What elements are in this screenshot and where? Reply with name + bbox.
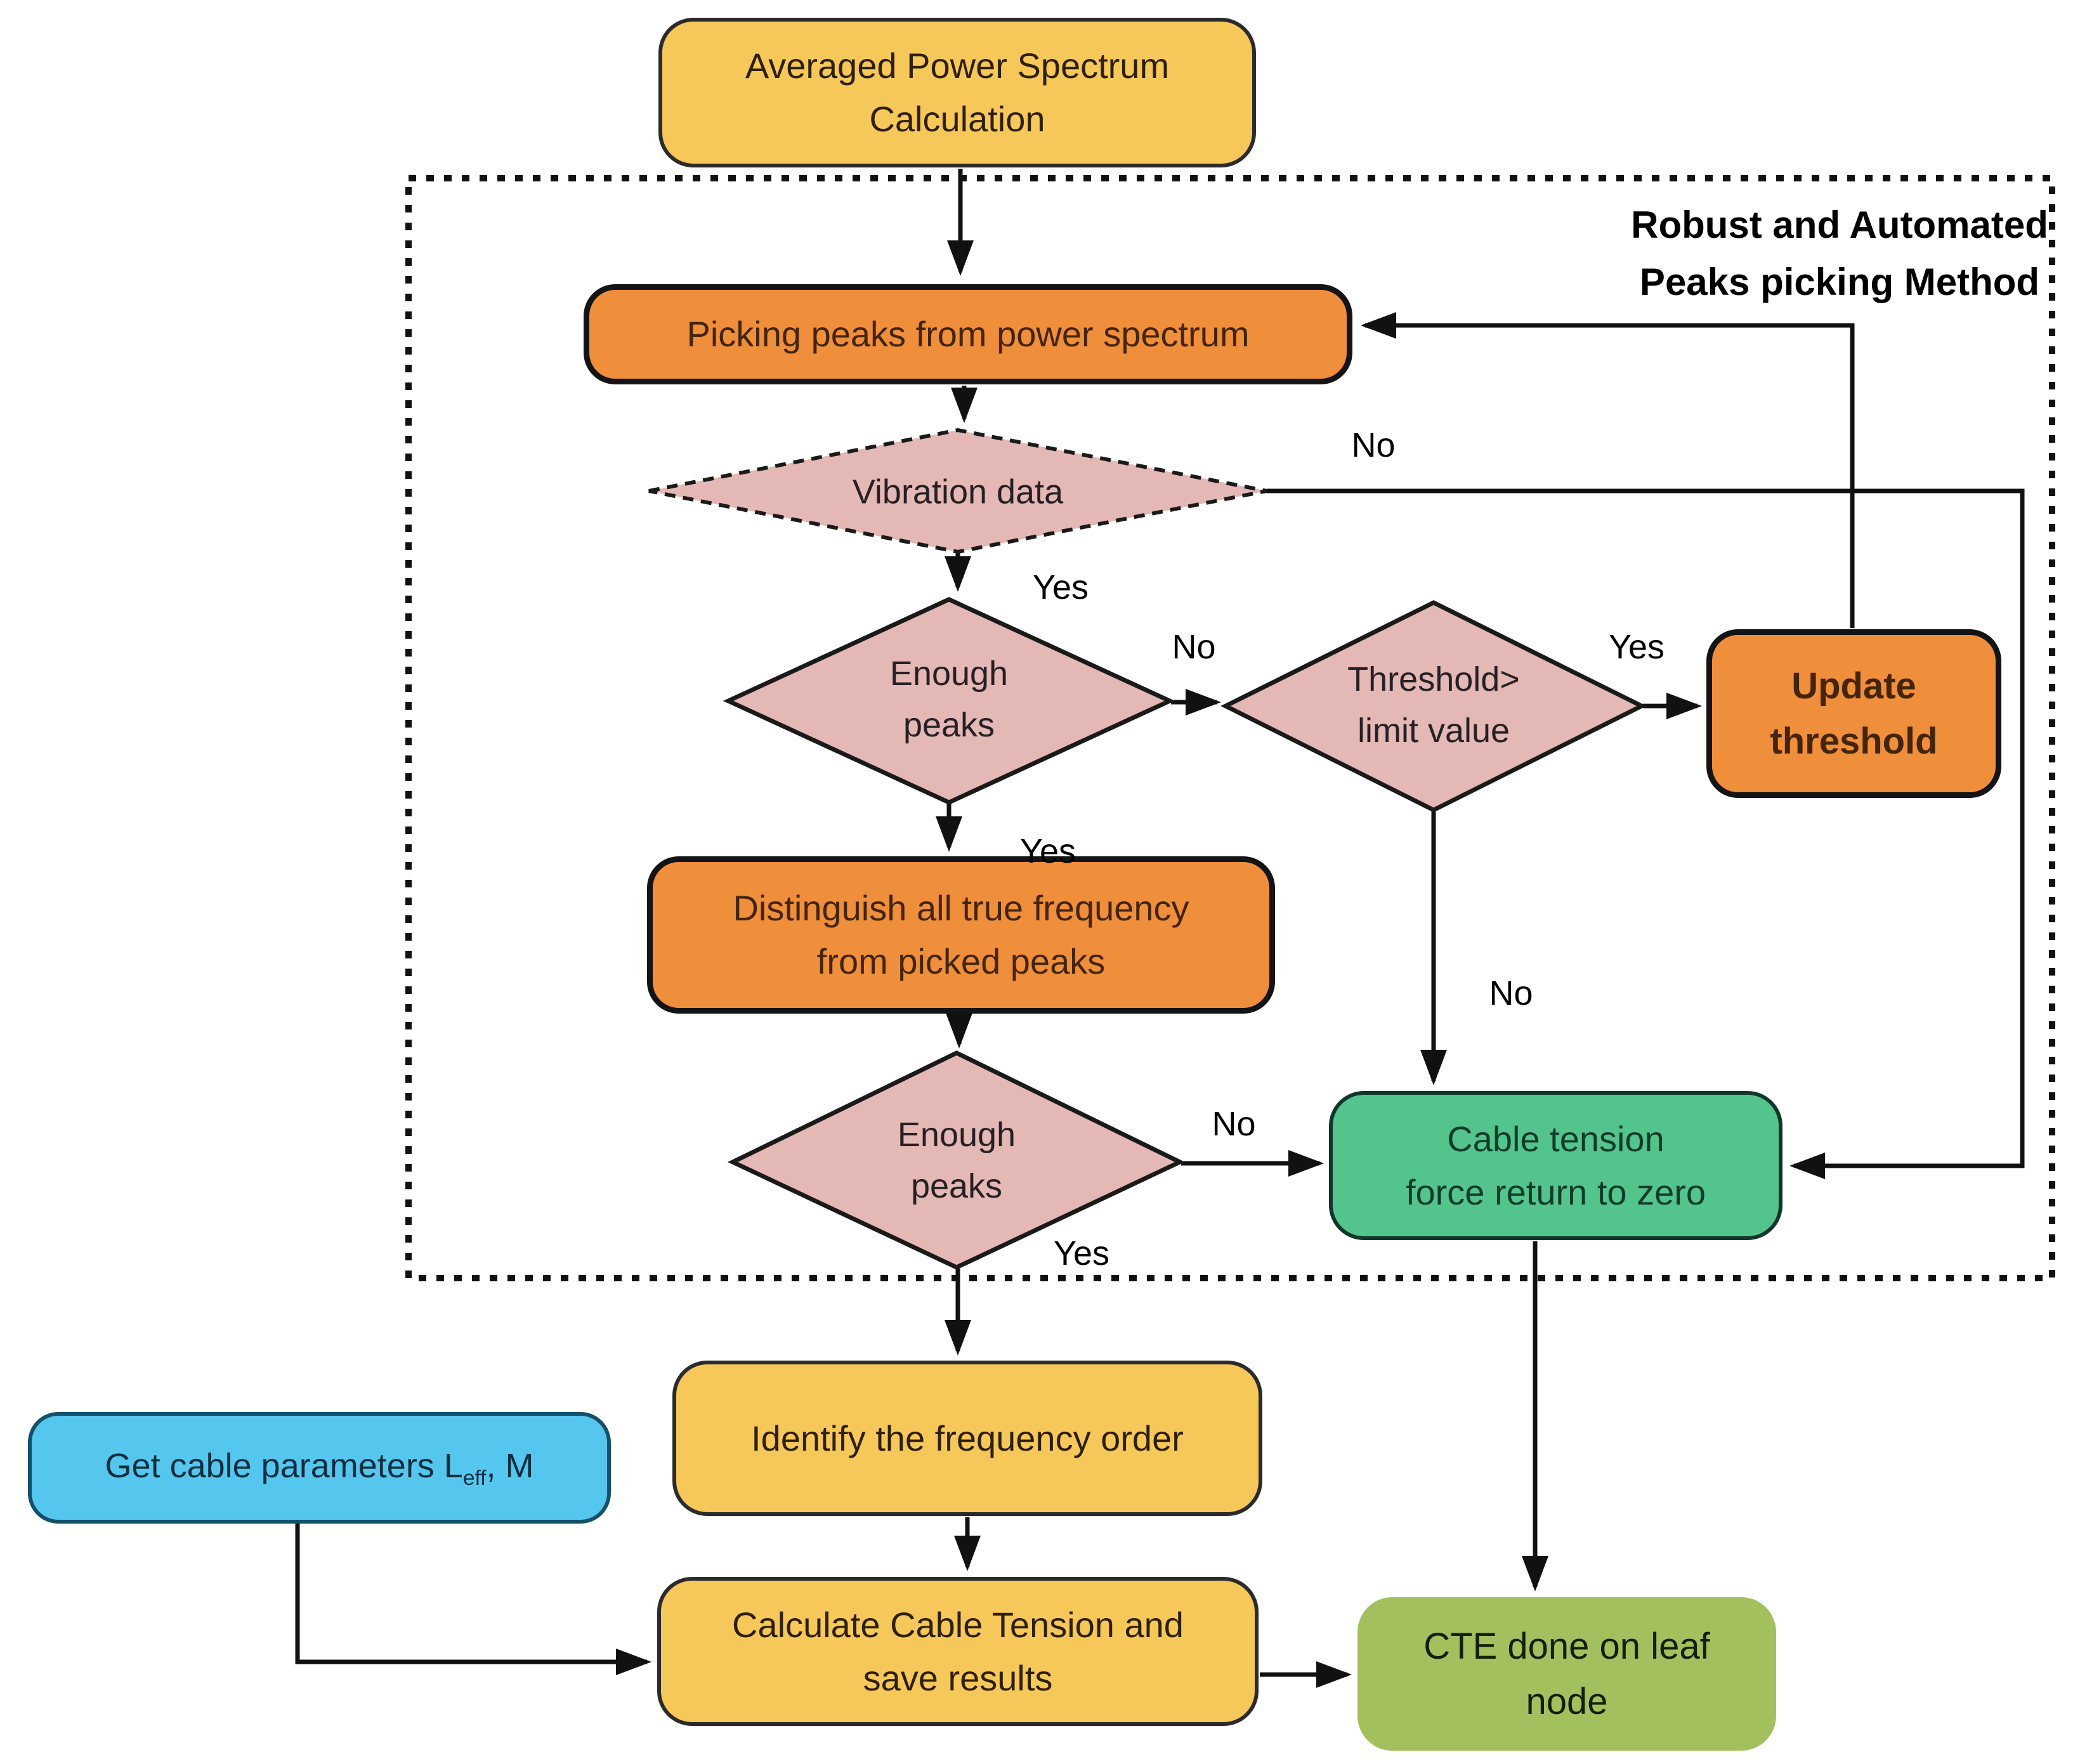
node-distinguish-frequency: Distinguish all true frequency from pick…: [647, 856, 1275, 1014]
node-cable-tension-zero: Cable tension force return to zero: [1329, 1091, 1782, 1240]
vibration-data-label: Vibration data: [853, 467, 1063, 518]
node-text: Identify the frequency order: [751, 1418, 1184, 1458]
edge-label-threshold-no: No: [1489, 974, 1533, 1012]
vibration-data-diamond: [648, 428, 1267, 554]
region-title-line2: Peaks picking Method: [1639, 261, 2040, 303]
edge-label-enough1-yes: Yes: [1019, 832, 1076, 870]
params-suffix: , M: [486, 1446, 534, 1485]
node-text: Calculation: [869, 99, 1045, 139]
node-text: Threshold>: [1347, 660, 1520, 698]
node-get-cable-parameters: Get cable parameters Leff, M: [28, 1412, 611, 1524]
params-subscript: eff: [462, 1466, 487, 1490]
region-title-line1: Robust and Automated: [1631, 204, 2048, 246]
enough-peaks-1-diamond: [723, 597, 1175, 805]
node-text: Distinguish all true frequency: [733, 888, 1189, 928]
edge-label-enough2-yes: Yes: [1053, 1234, 1110, 1272]
node-averaged-power-spectrum: Averaged Power Spectrum Calculation: [658, 18, 1256, 167]
edge-label-vibration-no: No: [1351, 426, 1396, 464]
node-text: CTE done on leaf: [1423, 1626, 1710, 1667]
edge-label-enough2-no: No: [1212, 1105, 1256, 1143]
edge-params-to-calculate: [295, 1524, 651, 1675]
node-picking-peaks: Picking peaks from power spectrum: [584, 284, 1352, 384]
region-title: Robust and Automated Peaks picking Metho…: [1631, 197, 2048, 311]
node-text: force return to zero: [1405, 1172, 1706, 1212]
node-update-threshold: Update threshold: [1706, 629, 2001, 798]
node-text: save results: [863, 1657, 1053, 1698]
enough-peaks-2-diamond: [727, 1050, 1186, 1270]
node-text: Enough: [897, 1116, 1016, 1154]
edge-update-feedback-to-picking: [1361, 312, 1855, 628]
method-boundary-box: [405, 175, 2055, 1281]
node-text: peaks: [910, 1167, 1003, 1205]
node-identify-frequency-order: Identify the frequency order: [672, 1361, 1262, 1516]
enough-peaks-2-label: Enough peaks: [898, 1109, 1016, 1212]
node-text: Calculate Cable Tension and: [732, 1604, 1184, 1645]
node-cte-done: CTE done on leaf node: [1357, 1597, 1776, 1751]
node-text: limit value: [1357, 712, 1510, 750]
threshold-limit-label: Threshold> limit value: [1347, 654, 1520, 757]
node-calculate-cable-tension: Calculate Cable Tension and save results: [657, 1577, 1259, 1726]
edge-label-enough1-no: No: [1172, 628, 1216, 666]
edge-label-threshold-yes: Yes: [1608, 628, 1665, 666]
params-prefix: Get cable parameters L: [105, 1446, 463, 1485]
node-text: Picking peaks from power spectrum: [686, 314, 1250, 354]
node-text: threshold: [1770, 721, 1938, 762]
node-text: Vibration data: [852, 473, 1064, 511]
node-text: Cable tension: [1447, 1118, 1665, 1159]
threshold-limit-diamond: [1220, 600, 1647, 813]
enough-peaks-1-label: Enough peaks: [890, 648, 1008, 751]
node-text: node: [1526, 1681, 1608, 1722]
node-text: Averaged Power Spectrum: [745, 46, 1170, 86]
node-text: Get cable parameters Leff, M: [105, 1444, 534, 1492]
node-text: Enough: [889, 655, 1009, 693]
node-text: peaks: [903, 706, 995, 744]
node-text: from picked peaks: [816, 941, 1106, 981]
edge-vibration-no-to-cable-zero: [1267, 488, 2025, 1179]
node-text: Update: [1791, 665, 1916, 707]
edge-label-vibration-yes: Yes: [1032, 568, 1089, 606]
